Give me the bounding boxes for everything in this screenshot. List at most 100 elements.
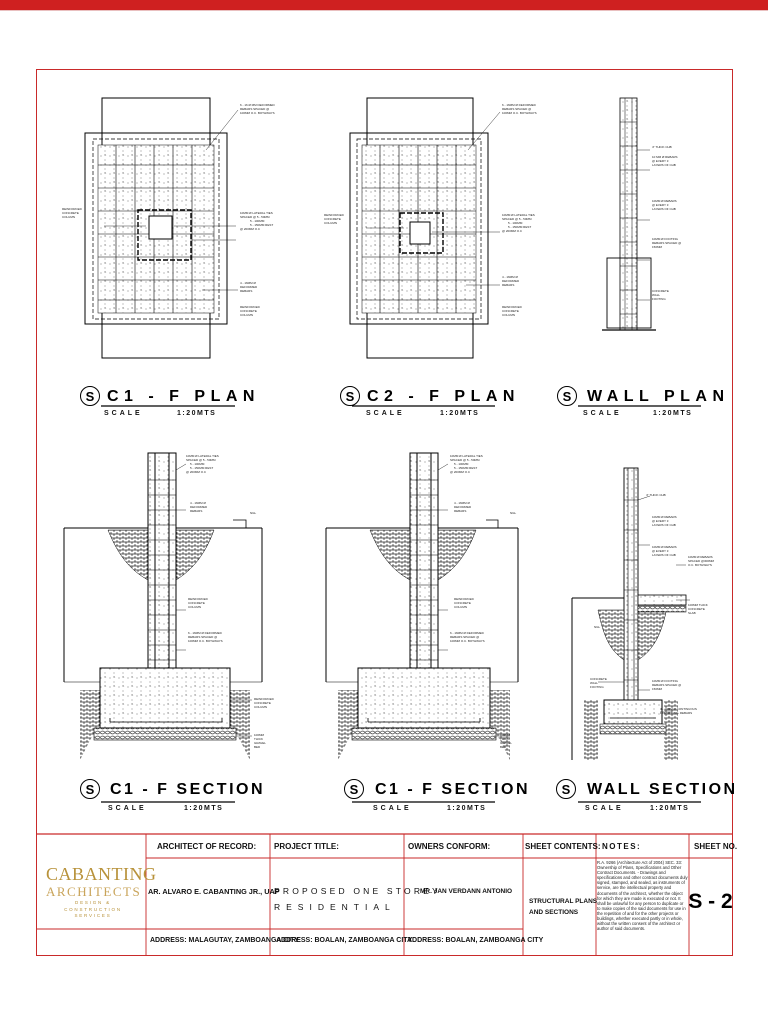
c2-plan-annotation: REBARS: [502, 283, 515, 287]
c2-plan-annotation: REINFORCED: [324, 213, 344, 217]
c1-section-annotation: 10MM Ø LATERAL TIES: [186, 454, 219, 458]
wall-section-annotation: LAYERS OF CHB: [652, 553, 676, 557]
wall-section-annotation: HORIZONTAL REBARS: [660, 711, 693, 715]
wall-section-annotation: @ EVERY 3: [652, 549, 669, 553]
wall-section-scale-label: SCALE: [585, 805, 624, 812]
c2-plan-symbol: S: [340, 386, 360, 406]
c1-plan-symbol: S: [80, 386, 100, 406]
architect-address: ADDRESS: MALAGUTAY, ZAMBOANGA CITY: [150, 937, 300, 944]
c1-section-b-annotation: 5 - 150MM REST: [454, 466, 478, 470]
sheet-number: S - 2: [688, 890, 733, 913]
wall-section-annotation: 3 - 10MM Ø CONTINUOUS: [660, 707, 697, 711]
logo: CABANTING ARCHITECTS DESIGN & CONSTRUCTI…: [46, 864, 156, 926]
c1-section-b-annotation: THICK: [500, 737, 509, 741]
wall-section-annotation: NGL: [594, 625, 601, 629]
wall-section-annotation: WALL: [590, 681, 599, 685]
c1-section-b-annotation: REBARS SPACED @: [450, 635, 480, 639]
c1-plan-annotation: REBARS: [240, 289, 253, 293]
c1-section-b-annotation: SPACED @ 5 - 50MM: [450, 458, 480, 462]
c1-section-scale-label: SCALE: [108, 805, 147, 812]
c1-section-b-annotation: 100MM: [500, 733, 511, 737]
c1-plan-drawing: [84, 97, 239, 359]
c1-section-annotation: COLUMN: [254, 705, 268, 709]
c1-section-annotation: 100MM: [254, 733, 265, 737]
title-underlines: [101, 405, 701, 803]
owner-name: MR. JAN VERDANN ANTONIO: [420, 888, 513, 895]
wall-plan-title: WALL PLAN: [587, 388, 730, 405]
wall-section-annotation: REBARS SPACED @: [652, 683, 682, 687]
c1-plan-annotation: @ 200MM O.C: [240, 227, 261, 231]
c1-section-annotation: BED: [254, 745, 261, 749]
c2-plan-annotation: 4 - 16MM Ø: [502, 275, 518, 279]
wall-plan-scale-label: SCALE: [583, 410, 622, 417]
c1-section-b-annotation: REBARS: [454, 509, 467, 513]
c1-plan-annotation: 100MM O.C. BOTHWAYS: [240, 111, 275, 115]
c1-section-annotation: 5 - 100MM: [190, 462, 205, 466]
c1-plan-annotation: CONCRETE: [62, 211, 79, 215]
project-header: PROJECT TITLE:: [274, 842, 339, 851]
sheet-contents-line-1: STRUCTURAL PLANS: [529, 898, 598, 905]
wall-section-annotation: FOOTING: [590, 685, 604, 689]
c2-plan-annotation: @ 200MM O.C: [502, 229, 523, 233]
wall-section-annotation: LAYERS OF CHB: [652, 523, 676, 527]
c1-section-annotation: THICK: [254, 737, 263, 741]
wall-section-annotation: 4" THICK CHB: [646, 493, 666, 497]
c1-section-b-annotation: CONCRETE: [454, 601, 471, 605]
wall-plan-symbol: S: [557, 386, 577, 406]
c1-section-annotation: GRAVEL: [254, 741, 266, 745]
c2-plan-annotation: 5 - 100MM: [508, 221, 523, 225]
wall-plan-annotation: @ EVERY 3: [652, 159, 669, 163]
c1-plan-annotation: CONCRETE: [240, 309, 257, 313]
c1-section-b-annotation: 5 - 100MM: [454, 462, 469, 466]
c1-section-annotation: SPACED @ 5 - 50MM: [186, 458, 216, 462]
c1-section-b-annotation: 4 - 16MM Ø: [454, 501, 470, 505]
c1-section-annotation: DEFORMED: [190, 505, 208, 509]
c1-section-annotation: REBARS SPACED @: [188, 635, 218, 639]
c1-plan-annotation: 5 - 150MM REST: [250, 223, 274, 227]
top-band-rule: [0, 10, 768, 11]
c1-plan-annotation: REINFORCED: [240, 305, 260, 309]
top-band: [0, 0, 768, 10]
c1-section-b-annotation: REINFORCED: [454, 597, 474, 601]
wall-section-annotation: SPACED @300MM: [688, 559, 714, 563]
notes-header: NOTES:: [602, 842, 642, 851]
c1-section-b-scale-label: SCALE: [373, 805, 412, 812]
c1-plan-annotation: REINFORCED: [62, 207, 82, 211]
wall-section-annotation: 10MM Ø REBARS: [652, 515, 677, 519]
c1-section-b-annotation: NGL: [510, 511, 517, 515]
c1-section-b-symbol: S: [344, 779, 364, 799]
wall-plan-drawing: [602, 97, 656, 331]
wall-plan-annotation: LAYERS OF CHB: [652, 207, 676, 211]
c2-plan-annotation: CONCRETE: [324, 217, 341, 221]
wall-section-annotation: 10MM Ø REBARS: [652, 545, 677, 549]
c1-plan-annotation: 6 - 16 Ø MM DEFORMED: [240, 103, 275, 107]
c1-section-annotation: NGL: [250, 511, 257, 515]
c1-section-drawing: [63, 452, 263, 760]
c1-plan-annotation: DEFORMED: [240, 285, 258, 289]
c2-plan-annotation: REINFORCED: [502, 305, 522, 309]
c2-plan-scale-value: 1:20MTS: [440, 410, 480, 417]
c1-section-scale-value: 1:20MTS: [184, 805, 224, 812]
c1-section-annotation: 5 - 150MM REST: [190, 466, 214, 470]
c2-plan-annotation: DEFORMED: [502, 279, 520, 283]
wall-section-annotation: CONCRETE: [590, 677, 607, 681]
sheet-contents-line-2: AND SECTIONS: [529, 909, 579, 916]
c1-section-b-annotation: BED: [500, 745, 507, 749]
c1-plan-annotation: 4 - 16MM Ø: [240, 281, 256, 285]
c1-plan-annotation: COLUMN: [62, 215, 76, 219]
c1-section-symbol: S: [80, 779, 100, 799]
c1-section-b-annotation: 6 - 16MM Ø DEFORMED: [450, 631, 484, 635]
c1-section-title: C1 - F SECTION: [110, 781, 266, 798]
owner-address: ADDRESS: BOALAN, ZAMBOANGA CITY: [407, 937, 544, 944]
c1-section-b-annotation: GRAVEL: [500, 741, 512, 745]
c1-section-annotation: @ 200MM O.C: [186, 470, 207, 474]
c1-section-b-annotation: 10MM Ø LATERAL TIES: [450, 454, 483, 458]
owners-header: OWNERS CONFORM:: [408, 842, 491, 851]
wall-plan-annotation: 4" THICK CHB: [652, 145, 672, 149]
c1-plan-annotation: COLUMN: [240, 313, 254, 317]
wall-section-annotation: 10MM Ø REBARS: [688, 555, 713, 559]
c1-section-b-annotation: 100MM O.C. BOTHWAYS: [450, 639, 485, 643]
architect-header: ARCHITECT OF RECORD:: [157, 842, 257, 851]
wall-section-title: WALL SECTION: [587, 781, 738, 798]
